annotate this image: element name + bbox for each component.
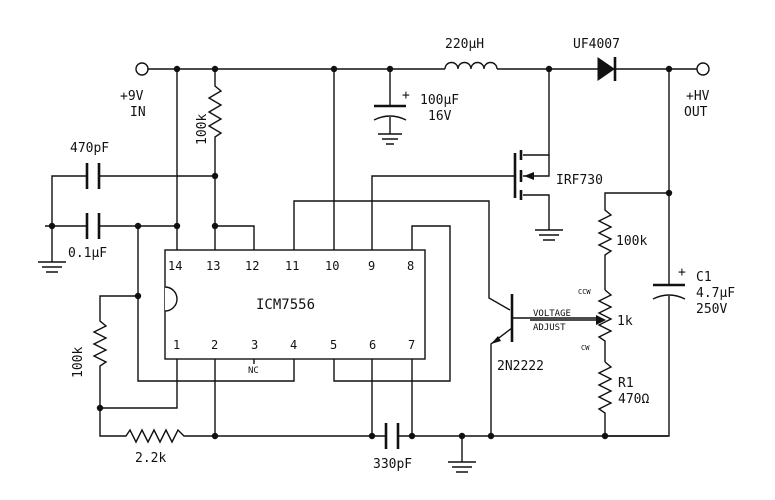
ic-label: ICM7556 bbox=[256, 297, 315, 313]
pin4-wire bbox=[137, 226, 295, 382]
cap-470pf-label: 470pF bbox=[70, 141, 109, 156]
input-voltage-label: +9V bbox=[120, 89, 144, 104]
output-terminal bbox=[696, 62, 710, 76]
ic-pin-8: 8 bbox=[407, 259, 414, 273]
ground-symbol bbox=[448, 436, 476, 473]
mosfet-label: IRF730 bbox=[556, 173, 603, 188]
c1-name-label: C1 bbox=[696, 270, 712, 285]
ic-pin-6: 6 bbox=[369, 338, 376, 352]
capacitor-100uf bbox=[373, 69, 407, 145]
ic-pin-10: 10 bbox=[325, 259, 339, 273]
junction bbox=[173, 222, 181, 230]
res-100k-right-label: 100k bbox=[616, 234, 647, 249]
resistor-2k2 bbox=[99, 408, 370, 444]
c1-value-label: 4.7μF bbox=[696, 286, 735, 301]
res-100k-left-label: 100k bbox=[71, 347, 86, 378]
inductor-220uh bbox=[444, 61, 498, 70]
capacitor-470pf bbox=[51, 163, 215, 226]
ic-pin-9: 9 bbox=[368, 259, 375, 273]
ic-pin-1: 1 bbox=[173, 338, 180, 352]
voltage-adjust-line2: ADJUST bbox=[533, 323, 566, 333]
pin11-wire bbox=[293, 200, 511, 311]
input-terminal bbox=[135, 62, 149, 76]
r1-name-label: R1 bbox=[618, 376, 634, 391]
pin12-wire bbox=[215, 225, 255, 250]
diode-label: UF4007 bbox=[573, 37, 620, 52]
capacitor-01uf bbox=[38, 213, 177, 273]
ic-pin-3: 3 bbox=[251, 338, 258, 352]
ic-pin-11: 11 bbox=[285, 259, 299, 273]
mosfet-irf730 bbox=[371, 69, 563, 250]
cap-330pf-label: 330pF bbox=[373, 457, 412, 472]
potentiometer-1k bbox=[597, 289, 613, 362]
ccw-label: CCW bbox=[578, 288, 591, 296]
wiper-arrow bbox=[596, 315, 606, 325]
junction bbox=[368, 432, 376, 440]
pin8-wire bbox=[333, 225, 451, 382]
voltage-adjust-line1: VOLTAGE bbox=[533, 309, 571, 319]
diode-uf4007 bbox=[597, 57, 617, 81]
ic-pin-14: 14 bbox=[168, 259, 182, 273]
pot-1k-label: 1k bbox=[617, 314, 633, 329]
ic-pin-4: 4 bbox=[290, 338, 297, 352]
output-hv-label: +HV bbox=[686, 89, 710, 104]
cap-100uf-value-label: 100μF bbox=[420, 93, 459, 108]
transistor-label: 2N2222 bbox=[497, 359, 544, 374]
res-2k2-label: 2.2k bbox=[135, 451, 166, 466]
ic-pin-7: 7 bbox=[408, 338, 415, 352]
junction bbox=[48, 222, 56, 230]
output-out-label: OUT bbox=[684, 105, 708, 120]
junction bbox=[408, 432, 416, 440]
ic-pin-5: 5 bbox=[330, 338, 337, 352]
resistor-100k-top bbox=[207, 69, 223, 250]
res-100k-top-label: 100k bbox=[195, 114, 210, 145]
c1-plus: + bbox=[678, 265, 686, 280]
nc-label: NC bbox=[248, 366, 259, 376]
ic-pin-13: 13 bbox=[206, 259, 220, 273]
ic-pin-12: 12 bbox=[245, 259, 259, 273]
capacitor-c1 bbox=[605, 193, 686, 437]
transistor-2n2222 bbox=[490, 294, 600, 436]
cw-label: CW bbox=[581, 344, 590, 352]
inductor-label: 220μH bbox=[445, 37, 484, 52]
cap-100uf-voltage-label: 16V bbox=[428, 109, 452, 124]
resistor-100k-right bbox=[597, 69, 670, 290]
ic-pin-2: 2 bbox=[211, 338, 218, 352]
c1-voltage-label: 250V bbox=[696, 302, 727, 317]
resistor-r1-470 bbox=[597, 361, 613, 436]
cap-100uf-plus: + bbox=[402, 88, 410, 103]
r1-value-label: 470Ω bbox=[618, 392, 649, 407]
input-in-label: IN bbox=[130, 105, 146, 120]
ic-icm7556 bbox=[164, 249, 426, 360]
pin1-wire bbox=[100, 359, 178, 409]
resistor-100k-left bbox=[92, 295, 138, 408]
cap-01uf-label: 0.1μF bbox=[68, 246, 107, 261]
